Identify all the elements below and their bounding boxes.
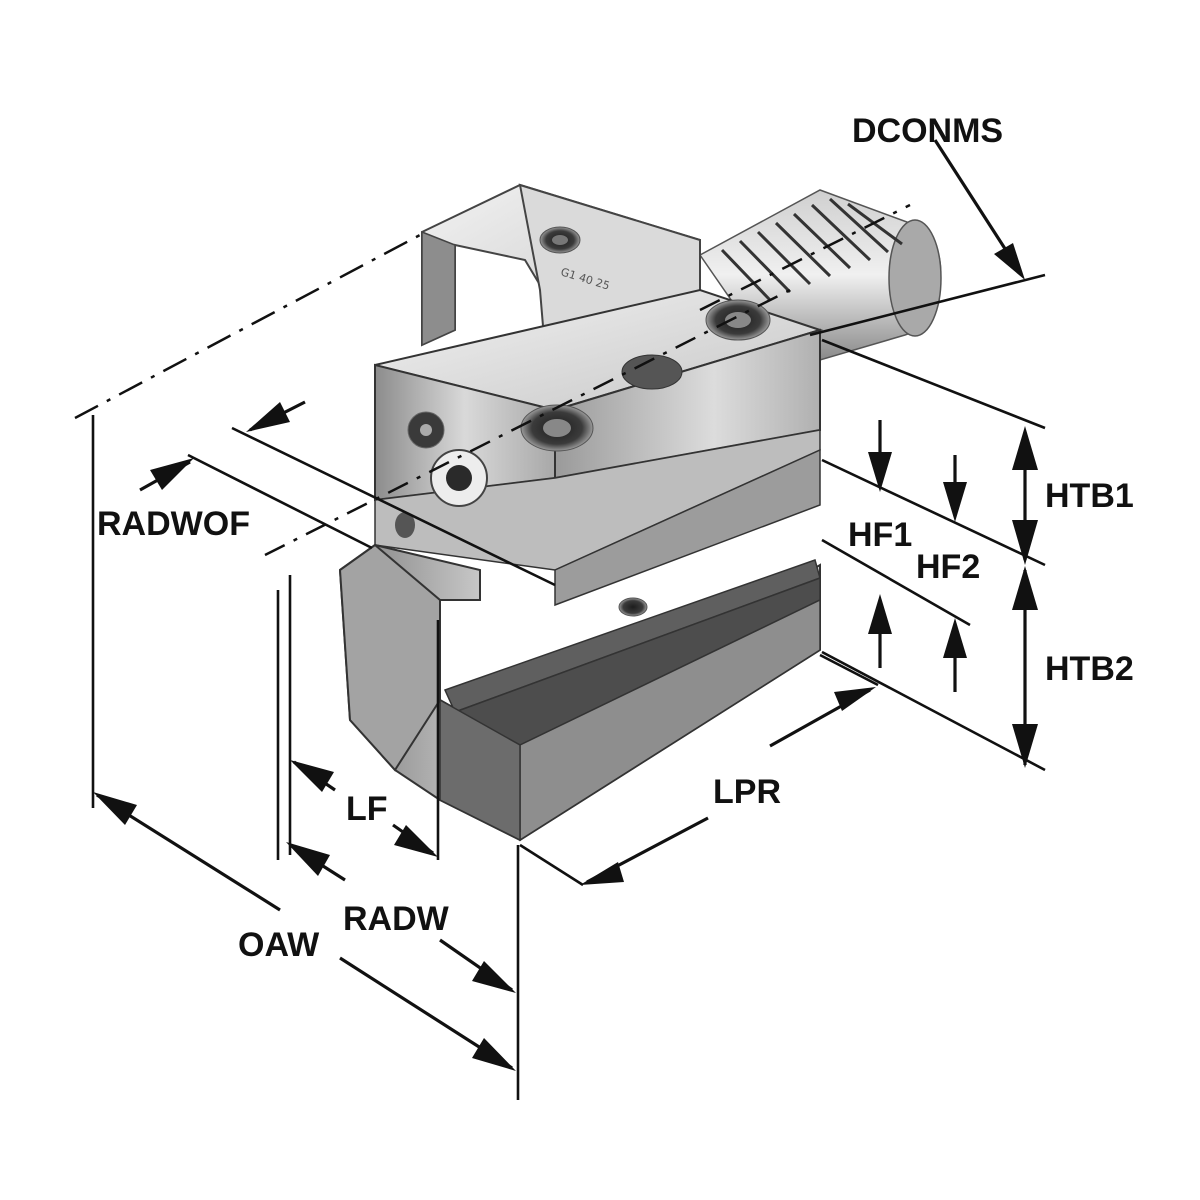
screw-hole [705,299,771,341]
label-radw: RADW [343,900,450,938]
screw-hole [520,404,594,452]
label-dconms: DCONMS [852,112,1003,150]
dimension-lines [74,139,1046,1100]
label-hf2: HF2 [916,548,980,586]
label-oaw: OAW [238,926,320,964]
screw-hole [618,597,648,617]
label-lpr: LPR [713,773,781,811]
label-htb2: HTB2 [1045,650,1134,688]
dimension-labels: DCONMS HTB1 HTB2 HF1 HF2 RADWOF LF LPR R… [97,112,1134,964]
label-lf: LF [346,790,388,828]
label-hf1: HF1 [848,516,912,554]
tool-holder-body: G1 40 25 [338,183,942,842]
label-htb1: HTB1 [1045,477,1134,515]
screw-hole [539,226,581,254]
plug-hole [621,354,683,390]
label-radwof: RADWOF [97,505,250,543]
